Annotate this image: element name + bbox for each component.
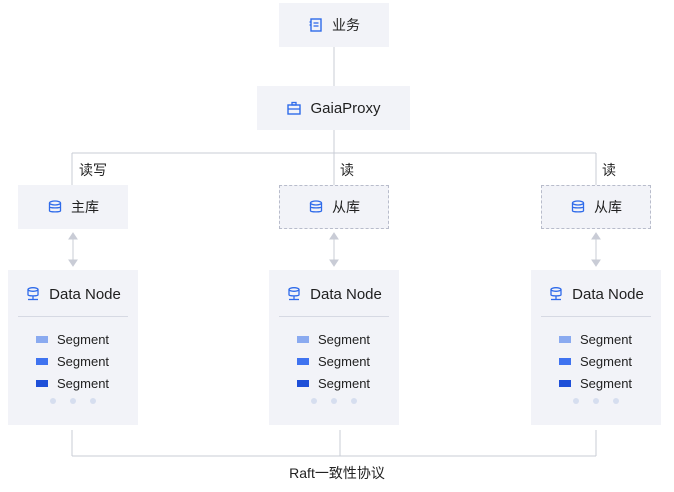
ellipsis-dots: [8, 398, 138, 404]
briefcase-icon: [286, 100, 302, 116]
gaiaproxy-box: GaiaProxy: [257, 86, 410, 130]
business-box: 业务: [279, 3, 389, 47]
segment-marker: [36, 357, 48, 365]
segment-item: Segment: [36, 330, 109, 348]
server-icon: [25, 286, 41, 302]
segment-item: Segment: [36, 352, 109, 370]
segment-marker: [297, 357, 309, 365]
divider: [279, 316, 389, 317]
replica1-db-label: 从库: [332, 199, 360, 215]
server-icon: [548, 286, 564, 302]
segment-label: Segment: [318, 331, 371, 347]
segment-item: Segment: [36, 374, 109, 392]
segment-label: Segment: [580, 375, 633, 391]
ellipsis-dots: [531, 398, 661, 404]
data-node-title: Data Node: [572, 285, 644, 303]
segment-label: Segment: [580, 331, 633, 347]
primary-node-arrow: [68, 232, 78, 267]
segment-item: Segment: [297, 374, 370, 392]
segment-label: Segment: [318, 375, 371, 391]
segment-label: Segment: [318, 353, 371, 369]
segment-marker: [559, 357, 571, 365]
replica2-db-label: 从库: [594, 199, 622, 215]
data-node-title: Data Node: [49, 285, 121, 303]
data-node-primary: Data Node Segment Segment Segment: [8, 270, 138, 425]
edge-label-replica1: 读: [340, 162, 354, 178]
edge-label-primary: 读写: [79, 162, 107, 178]
divider: [541, 316, 651, 317]
divider: [18, 316, 128, 317]
database-icon: [570, 199, 586, 215]
server-icon: [286, 286, 302, 302]
ellipsis-dots: [269, 398, 399, 404]
segment-label: Segment: [57, 375, 110, 391]
database-icon: [308, 199, 324, 215]
segment-item: Segment: [559, 374, 632, 392]
database-icon: [47, 199, 63, 215]
primary-db-label: 主库: [71, 199, 99, 215]
segment-marker: [559, 379, 571, 387]
segment-marker: [36, 379, 48, 387]
raft-consensus-label: Raft一致性协议: [289, 465, 385, 481]
segment-label: Segment: [580, 353, 633, 369]
data-node-header: Data Node: [8, 284, 138, 304]
segment-label: Segment: [57, 331, 110, 347]
data-node-header: Data Node: [269, 284, 399, 304]
data-node-title: Data Node: [310, 285, 382, 303]
segment-item: Segment: [297, 352, 370, 370]
segment-marker: [559, 335, 571, 343]
edge-label-replica2: 读: [602, 162, 616, 178]
segment-marker: [297, 379, 309, 387]
document-icon: [308, 17, 324, 33]
segment-item: Segment: [559, 330, 632, 348]
segment-marker: [297, 335, 309, 343]
replica2-db-box: 从库: [541, 185, 651, 229]
primary-db-box: 主库: [18, 185, 128, 229]
replica1-db-box: 从库: [279, 185, 389, 229]
data-node-replica1: Data Node Segment Segment Segment: [269, 270, 399, 425]
gaiaproxy-label: GaiaProxy: [310, 99, 381, 117]
segment-label: Segment: [57, 353, 110, 369]
business-label: 业务: [332, 17, 360, 33]
segment-item: Segment: [559, 352, 632, 370]
data-node-header: Data Node: [531, 284, 661, 304]
data-node-replica2: Data Node Segment Segment Segment: [531, 270, 661, 425]
segment-item: Segment: [297, 330, 370, 348]
replica2-node-arrow: [591, 232, 601, 267]
segment-marker: [36, 335, 48, 343]
replica1-node-arrow: [329, 232, 339, 267]
